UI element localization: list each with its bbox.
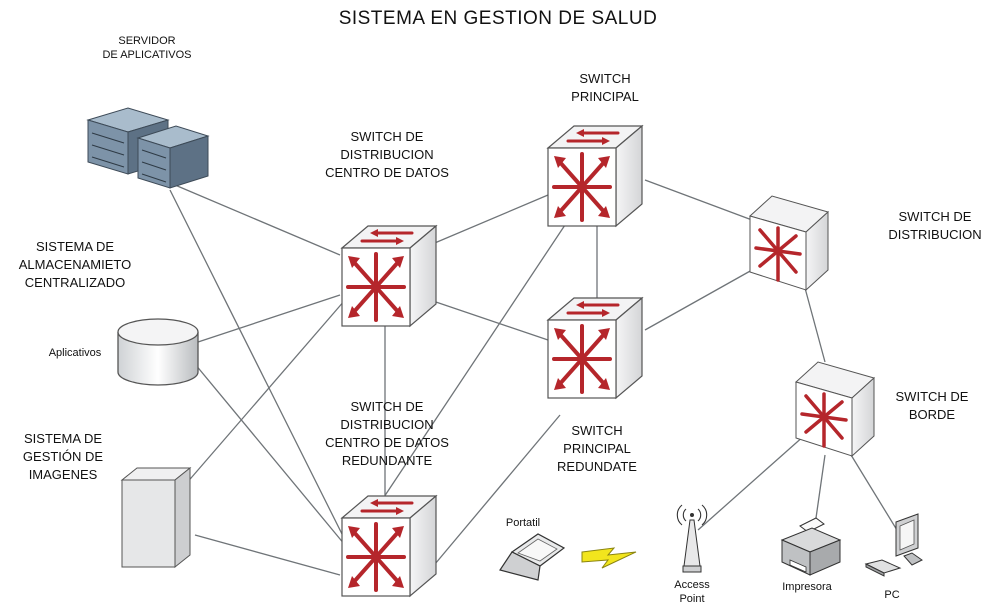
link-server-switch-dc [174,184,341,256]
label-switch-dist-dc: SWITCH DE DISTRIBUCION CENTRO DE DATOS [325,129,449,180]
label-switch-edge: SWITCH DE BORDE [895,389,969,422]
label-laptop: Portatil [505,517,541,529]
label-printer: Impresora [782,581,832,593]
laptop-icon [499,533,566,581]
label-access-point: Access Point [674,579,710,605]
link-imaging-switch-dc-red [194,534,341,576]
link-imaging-switch-dc [184,299,346,486]
switch-main-icon [546,124,644,228]
diagram-title: SISTEMA EN GESTION DE SALUD [338,8,658,29]
label-switch-main: SWITCH PRINCIPAL [571,71,639,104]
database-cylinder-icon [117,318,199,386]
link-main-dist [644,179,753,221]
label-storage-system: SISTEMA DE ALMACENAMIETO CENTRALIZADO [18,239,132,290]
switch-edge-icon [794,361,876,458]
lightning-bolt-icon [581,547,637,569]
label-switch-dist: SWITCH DE DISTRIBUCION [888,209,982,242]
switch-main-red-icon [546,296,644,400]
label-switch-main-red: SWITCH PRINCIPAL REDUNDATE [557,423,637,474]
label-image-system: SISTEMA DE GESTIÓN DE IMAGENES [22,431,104,482]
label-storage-apps: Aplicativos [48,347,102,359]
link-edge-printer [814,454,826,526]
rack-server-icon [86,107,210,189]
link-storage-switch-dc [194,294,341,344]
link-dc-red-main-red [429,414,561,571]
connection-lines [169,179,901,576]
link-edge-ap [697,434,806,531]
link-edge-pc [847,449,901,536]
switch-dist-dc-icon [340,224,438,328]
link-storage-switch-dc-red [189,357,346,546]
link-server-switch-dc-red [169,189,346,541]
link-dc-main-red [429,299,549,341]
link-main-red-dist [644,269,753,331]
printer-icon [780,517,842,576]
desktop-pc-icon [864,513,923,577]
label-pc: PC [884,589,900,601]
wifi-antenna-icon [676,504,708,573]
link-dc-main [429,194,549,246]
link-dist-edge [804,287,826,363]
switch-dist-dc-red-icon [340,494,438,598]
switch-dist-icon [748,195,830,292]
link-dc-red-main [381,224,566,501]
server-box-icon [120,466,192,569]
label-app-server: SERVIDOR DE APLICATIVOS [102,35,192,61]
label-switch-dist-dc-red: SWITCH DE DISTRIBUCION CENTRO DE DATOS R… [325,399,449,468]
